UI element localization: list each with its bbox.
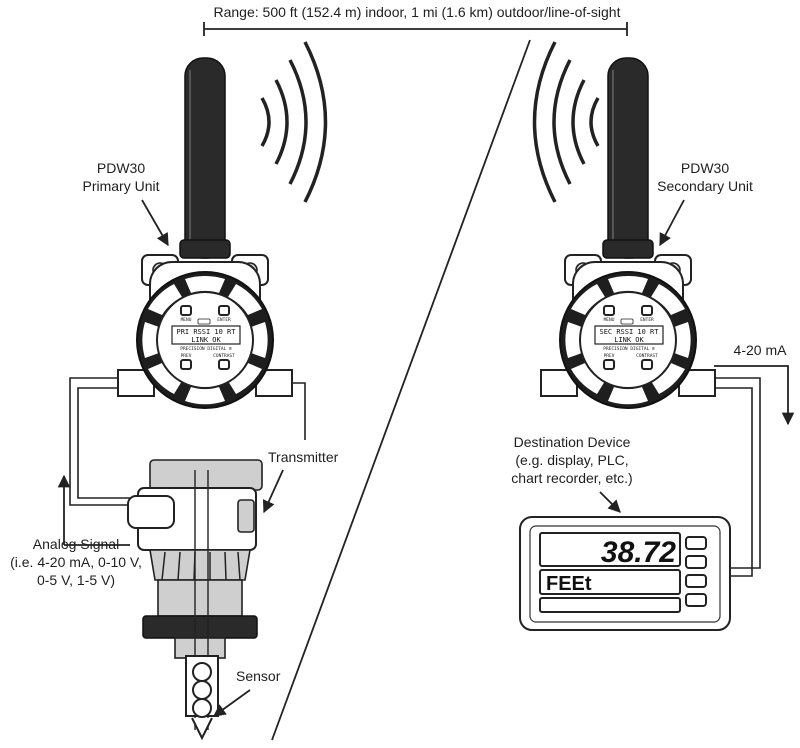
meter-button-4[interactable] [685, 593, 707, 607]
meter-button-3[interactable] [685, 574, 707, 588]
panel-meter: 38.72 FEEt [519, 516, 731, 631]
transmitter-pointer-arrow [262, 469, 284, 514]
secondary-unit: MENU ENTER SEC RSSI 10 RT LINK OK PRECIS… [532, 41, 753, 409]
primary-lcd [171, 325, 241, 345]
primary-lcd-line1: PRI RSSI 10 RT [176, 328, 236, 336]
meter-units-display: FEEt [546, 573, 592, 595]
meter-button-1[interactable] [685, 536, 707, 550]
divider-line [271, 39, 531, 741]
secondary-lcd [594, 325, 664, 345]
analog-signal-line3: 0-5 V, 1-5 V) [37, 572, 115, 588]
sensor [185, 655, 219, 741]
transmitter [127, 459, 263, 730]
meter-display-value: 38.72 [601, 536, 676, 569]
primary-antenna [179, 57, 231, 259]
secondary-menu-label: MENU [604, 317, 615, 323]
secondary-pointer-arrow [659, 199, 685, 247]
analog-signal-wiring [69, 377, 306, 506]
primary-name-line2: Primary Unit [82, 178, 159, 194]
primary-brand: PRECISION DIGITAL ® [180, 346, 232, 352]
range-label: Range: 500 ft (152.4 m) indoor, 1 mi (1.… [214, 4, 621, 20]
output-label: 4-20 mA [734, 342, 788, 358]
primary-name-line1: PDW30 [97, 160, 145, 176]
range-bracket [203, 22, 628, 36]
transmitter-label: Transmitter [268, 449, 339, 465]
analog-signal-line1: Analog Signal [33, 536, 119, 552]
destination-line1: Destination Device [514, 434, 631, 450]
primary-pointer-arrow [141, 199, 169, 247]
destination-pointer-arrow [599, 491, 621, 513]
destination-line2: (e.g. display, PLC, [515, 452, 628, 468]
secondary-antenna [602, 57, 654, 259]
primary-menu-label: MENU [181, 317, 192, 323]
primary-contrast-label: CONTRAST [213, 353, 235, 359]
radio-waves-icon [532, 41, 600, 203]
sensor-label: Sensor [236, 668, 281, 684]
secondary-name-line1: PDW30 [681, 160, 729, 176]
sensor-pointer-arrow [212, 689, 251, 717]
primary-unit: MENU ENTER PRI RSSI 10 RT LINK OK PRECIS… [82, 41, 328, 409]
output-arrow [714, 365, 795, 426]
analog-signal-line2: (i.e. 4-20 mA, 0-10 V, [10, 554, 142, 570]
primary-prev-label: PREV [181, 353, 192, 359]
secondary-lcd-line1: SEC RSSI 10 RT [599, 328, 659, 336]
secondary-contrast-label: CONTRAST [636, 353, 658, 359]
radio-waves-icon [260, 41, 328, 203]
secondary-name-line2: Secondary Unit [657, 178, 753, 194]
primary-lcd-line2: LINK OK [191, 336, 221, 344]
primary-enter-label: ENTER [217, 317, 231, 323]
secondary-brand: PRECISION DIGITAL ® [603, 346, 655, 352]
secondary-lcd-line2: LINK OK [614, 336, 644, 344]
destination-line3: chart recorder, etc.) [511, 470, 632, 486]
secondary-enter-label: ENTER [640, 317, 654, 323]
meter-button-2[interactable] [685, 555, 707, 569]
secondary-prev-label: PREV [604, 353, 615, 359]
